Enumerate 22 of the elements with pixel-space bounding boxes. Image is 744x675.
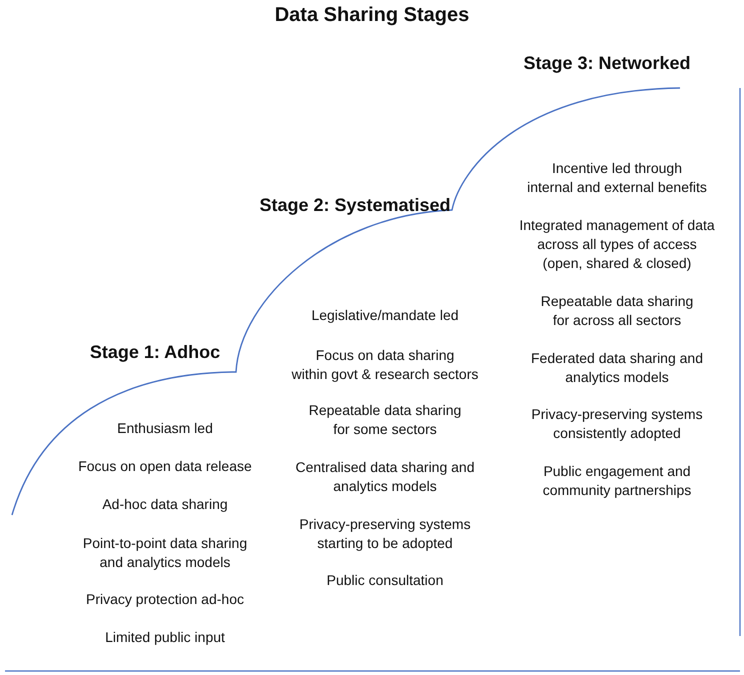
stage-feature-text: Federated data sharing and analytics models: [531, 349, 703, 387]
stage-feature-text: Focus on open data release: [78, 457, 252, 476]
stage-feature-text: Privacy-preserving systems starting to be adopted: [299, 515, 471, 553]
stage-heading: Stage 2: Systematised: [259, 194, 451, 216]
stage-feature-text: Repeatable data sharing for some sectors: [308, 401, 462, 439]
stage-feature-text: Legislative/mandate led: [311, 306, 459, 325]
stage-feature-text: Repeatable data sharing for across all sectors: [540, 292, 694, 330]
stage-feature-text: Point-to-point data sharing and analytics models: [82, 534, 248, 572]
stage-feature-text: Privacy protection ad-hoc: [86, 590, 244, 609]
stage-heading: Stage 3: Networked: [523, 52, 691, 74]
stage-heading: Stage 1: Adhoc: [90, 341, 220, 363]
stage-feature-text: Limited public input: [105, 628, 225, 647]
stage-feature-text: Focus on data sharing within govt & research sectors: [292, 346, 478, 384]
stage-feature-text: Public engagement and community partnerships: [542, 462, 692, 500]
stage-feature-text: Enthusiasm led: [117, 419, 213, 438]
stage-feature-text: Integrated management of data across all types of access (open, shared & closed): [519, 216, 715, 273]
stage-feature-text: Incentive led through internal and external benefits: [527, 159, 707, 197]
stage-feature-text: Privacy-preserving systems consistently adopted: [531, 405, 703, 443]
stage-feature-text: Public consultation: [326, 571, 444, 590]
diagram-title: Data Sharing Stages: [274, 4, 470, 26]
stage-feature-text: Centralised data sharing and analytics models: [296, 458, 474, 496]
stage-feature-text: Ad-hoc data sharing: [102, 495, 228, 514]
